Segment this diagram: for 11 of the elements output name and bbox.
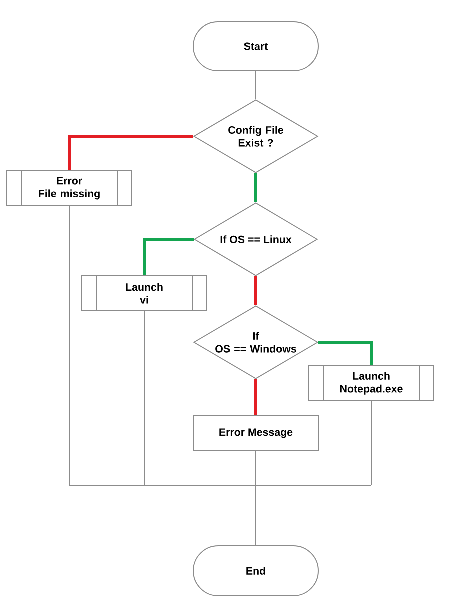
subroutine-box: Launch Notepad.exe <box>308 365 434 402</box>
connector-line <box>254 174 258 202</box>
subroutine-box: Launch vi <box>82 275 208 312</box>
connector-line <box>69 206 372 546</box>
connector-line <box>68 135 194 170</box>
process-box: Error Message <box>193 416 319 452</box>
subroutine-box: Error File missing <box>6 170 132 207</box>
connector-line <box>254 276 258 306</box>
connector-line <box>318 341 373 366</box>
connector-line <box>254 380 258 416</box>
connector-line <box>143 238 194 276</box>
